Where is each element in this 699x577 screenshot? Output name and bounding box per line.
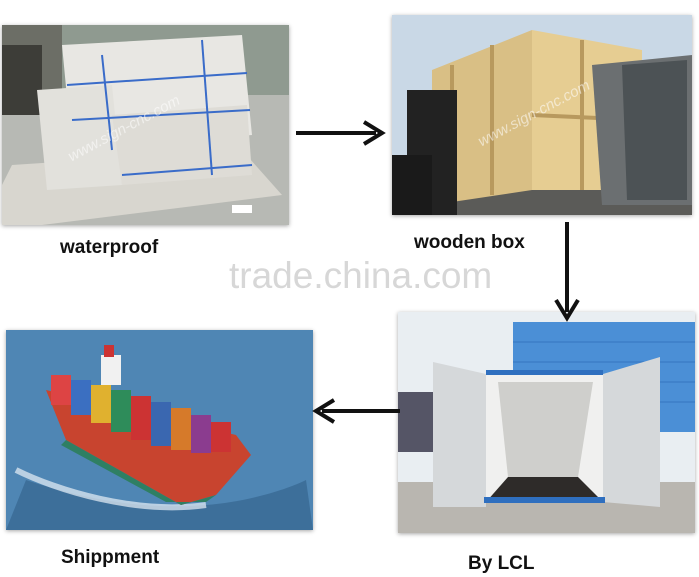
caption-wooden-box: wooden box (414, 232, 525, 253)
photo-waterproof: www.sign-cnc.com (2, 25, 289, 225)
container-ship-image (6, 330, 313, 530)
caption-waterproof: waterproof (60, 237, 159, 258)
watermark-text: trade.china.com (229, 255, 493, 296)
arrow-left-icon (312, 398, 400, 424)
arrow-down-icon (554, 222, 580, 322)
wooden-box-image (392, 15, 692, 215)
arrow-right-icon (296, 120, 386, 146)
waterproof-machine-image (2, 25, 289, 225)
caption-shippment: Shippment (61, 547, 160, 568)
caption-by-lcl: By LCL (468, 553, 535, 574)
container-image (398, 312, 695, 533)
photo-wooden-box: www.sign-cnc.com (392, 15, 692, 215)
photo-ship (6, 330, 313, 530)
photo-container (398, 312, 695, 533)
